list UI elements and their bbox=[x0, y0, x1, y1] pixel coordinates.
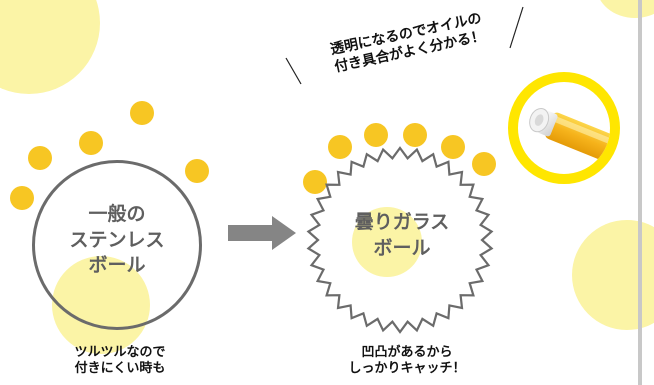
dot-left-4 bbox=[185, 159, 209, 183]
right-arrow-icon bbox=[228, 216, 296, 250]
bottle-highlight bbox=[508, 72, 620, 184]
dot-right-6 bbox=[472, 152, 496, 176]
stainless-ball-title: 一般の ステンレス ボール bbox=[69, 203, 165, 277]
side-scroll-rail bbox=[638, 0, 642, 385]
stainless-ball-caption: ツルツルなので 付きにくい時も bbox=[74, 345, 166, 377]
frosted-ball-jagged-outline bbox=[306, 146, 494, 334]
dot-left-2 bbox=[79, 131, 103, 155]
callout-right-slash bbox=[509, 6, 524, 49]
dot-left-1 bbox=[28, 146, 52, 170]
dot-left-5 bbox=[10, 186, 34, 210]
bottle-icon bbox=[529, 107, 610, 165]
arrow-shape bbox=[228, 216, 296, 250]
frosted-ball-title: 曇りガラス ボール bbox=[354, 211, 450, 259]
stainless-ball-ring bbox=[32, 160, 202, 330]
bg-blob-behind-right-ball bbox=[352, 207, 422, 277]
dot-left-3 bbox=[130, 101, 154, 125]
callout-left-slash bbox=[285, 57, 302, 85]
dot-right-5 bbox=[441, 135, 465, 159]
dot-right-2 bbox=[328, 135, 352, 159]
dot-right-1 bbox=[303, 170, 327, 194]
dot-right-3 bbox=[364, 123, 388, 147]
frosted-ball-caption: 凹凸があるから しっかりキャッチ！ bbox=[348, 345, 466, 377]
dot-right-4 bbox=[403, 123, 427, 147]
